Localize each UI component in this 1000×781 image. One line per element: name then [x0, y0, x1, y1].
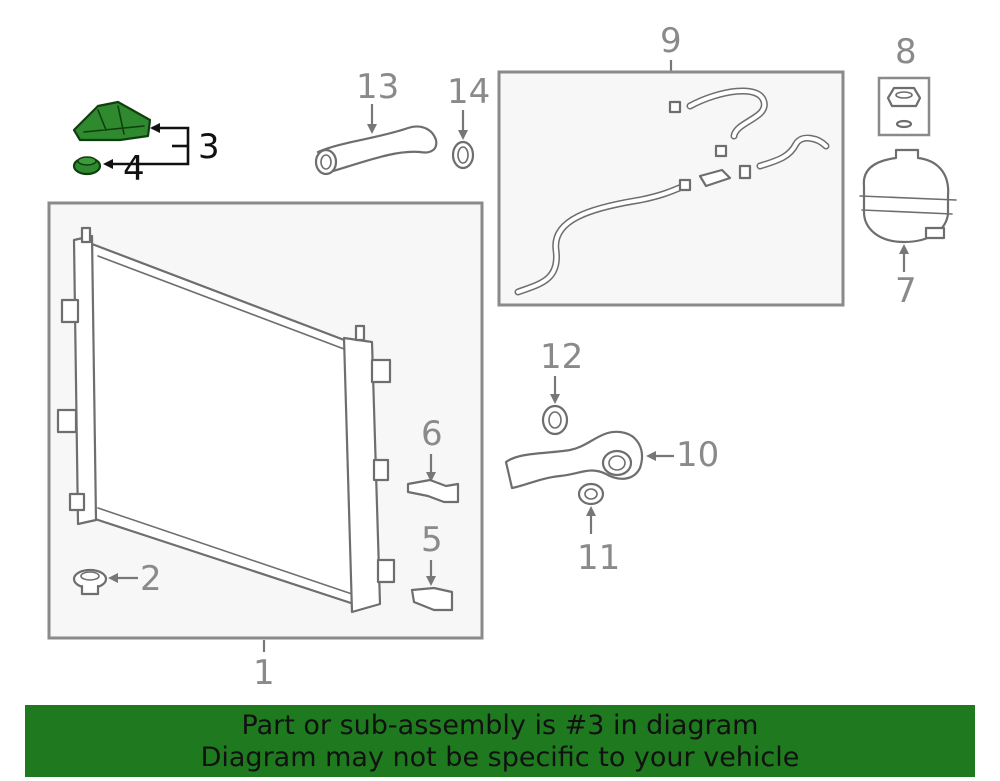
part-5-sensor[interactable] [410, 586, 454, 612]
banner-line-2: Diagram may not be specific to your vehi… [200, 742, 800, 773]
callout-2: 2 [140, 559, 162, 599]
callout-13: 13 [356, 67, 399, 107]
bracket-leader [103, 123, 190, 169]
part-6-sensor[interactable] [406, 478, 460, 504]
banner-line-1: Part or sub-assembly is #3 in diagram [241, 710, 759, 741]
callout-6: 6 [421, 414, 443, 454]
part-3-bracket[interactable] [72, 100, 152, 142]
callout-4: 4 [123, 149, 145, 189]
callout-5: 5 [421, 520, 443, 560]
part-1-radiator[interactable] [56, 226, 396, 614]
callout-9: 9 [660, 21, 682, 61]
part-14-clamp[interactable] [451, 140, 475, 170]
part-11-clamp[interactable] [577, 482, 605, 506]
part-7-reservoir[interactable] [859, 148, 957, 244]
part-12-clamp[interactable] [541, 404, 569, 436]
callout-7: 7 [895, 271, 917, 311]
info-banner: Part or sub-assembly is #3 in diagram Di… [25, 705, 975, 777]
callout-10: 10 [676, 435, 719, 475]
callout-11: 11 [577, 538, 620, 578]
callout-3: 3 [198, 127, 220, 167]
callout-8: 8 [895, 32, 917, 72]
part-8-cap[interactable] [886, 86, 922, 129]
part-10-lower-hose[interactable] [504, 430, 644, 490]
callout-14: 14 [447, 72, 490, 112]
callout-12: 12 [540, 337, 583, 377]
callout-1: 1 [253, 653, 275, 693]
part-4-grommet[interactable] [72, 156, 102, 176]
part-2-cap[interactable] [72, 568, 108, 596]
part-13-upper-hose[interactable] [314, 125, 438, 176]
part-9-hoses[interactable] [514, 87, 830, 296]
